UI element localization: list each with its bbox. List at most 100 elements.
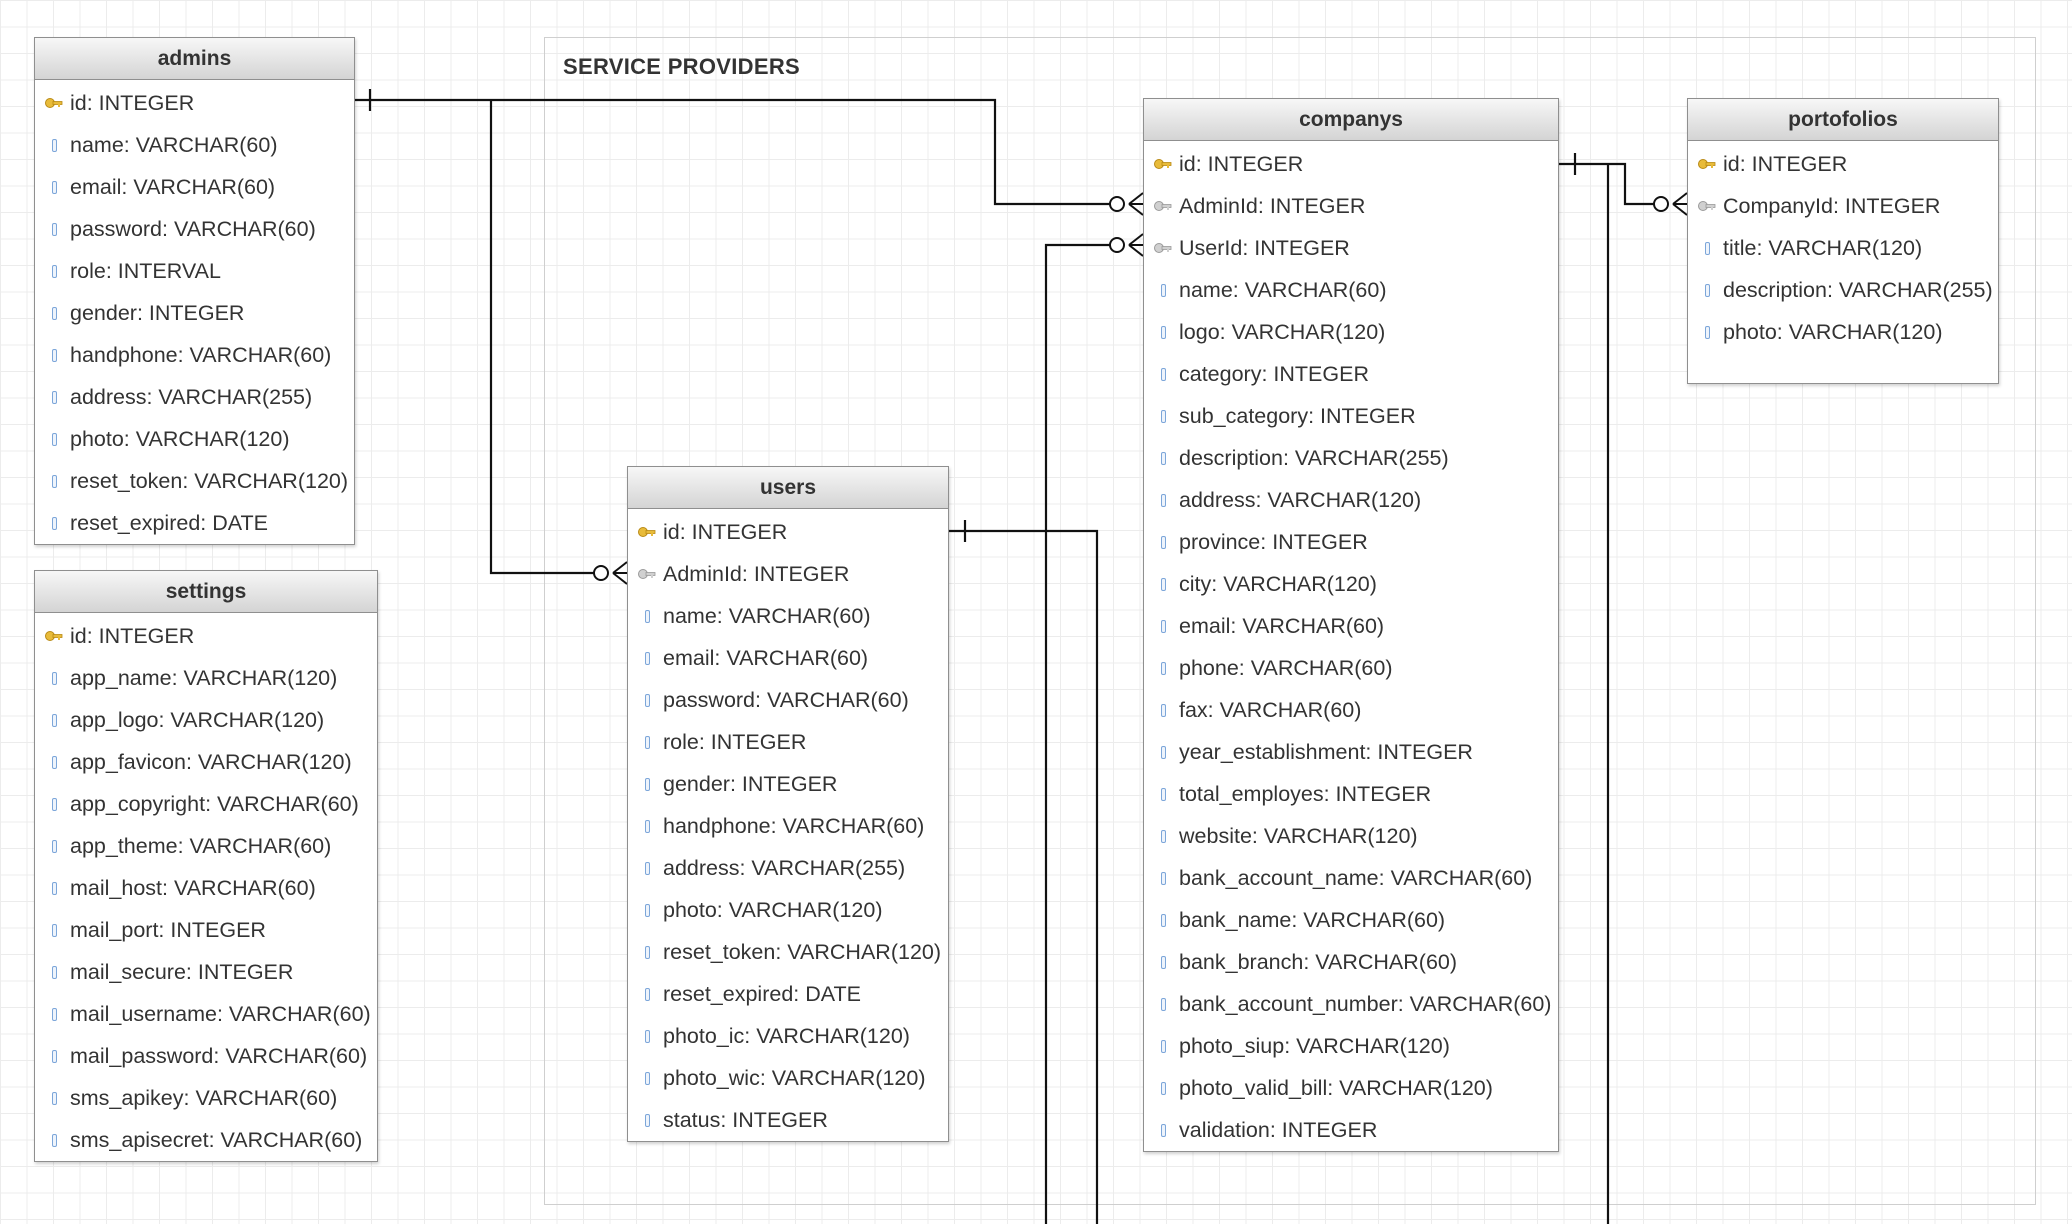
column-row[interactable]: phone: VARCHAR(60) bbox=[1144, 647, 1558, 689]
column-row[interactable]: AdminId: INTEGER bbox=[628, 553, 948, 595]
column-row[interactable]: AdminId: INTEGER bbox=[1144, 185, 1558, 227]
column-icon bbox=[638, 651, 656, 665]
column-row[interactable]: bank_branch: VARCHAR(60) bbox=[1144, 941, 1558, 983]
table-portofolios[interactable]: portofolios id: INTEGER CompanyId: INTEGE… bbox=[1687, 98, 1999, 384]
column-row[interactable]: email: VARCHAR(60) bbox=[35, 166, 354, 208]
column-row[interactable]: photo: VARCHAR(120) bbox=[1688, 311, 1998, 353]
column-row[interactable]: description: VARCHAR(255) bbox=[1688, 269, 1998, 311]
column-row[interactable]: reset_expired: DATE bbox=[35, 502, 354, 544]
table-title[interactable]: portofolios bbox=[1688, 99, 1998, 141]
column-icon bbox=[45, 1007, 63, 1021]
column-row[interactable]: sub_category: INTEGER bbox=[1144, 395, 1558, 437]
column-label: CompanyId: INTEGER bbox=[1723, 193, 1941, 218]
column-row[interactable]: bank_account_name: VARCHAR(60) bbox=[1144, 857, 1558, 899]
column-row[interactable]: photo_ic: VARCHAR(120) bbox=[628, 1015, 948, 1057]
column-row[interactable]: gender: INTEGER bbox=[35, 292, 354, 334]
column-row[interactable]: photo: VARCHAR(120) bbox=[35, 418, 354, 460]
table-title[interactable]: companys bbox=[1144, 99, 1558, 141]
column-row[interactable]: reset_token: VARCHAR(120) bbox=[628, 931, 948, 973]
column-label: address: VARCHAR(255) bbox=[70, 384, 313, 409]
column-row[interactable]: sms_apikey: VARCHAR(60) bbox=[35, 1077, 377, 1119]
column-row[interactable]: name: VARCHAR(60) bbox=[1144, 269, 1558, 311]
column-icon bbox=[1698, 325, 1716, 339]
column-icon bbox=[1698, 241, 1716, 255]
column-row[interactable]: name: VARCHAR(60) bbox=[35, 124, 354, 166]
column-label: AdminId: INTEGER bbox=[663, 561, 850, 586]
column-row[interactable]: id: INTEGER bbox=[35, 82, 354, 124]
table-title[interactable]: users bbox=[628, 467, 948, 509]
column-row[interactable]: UserId: INTEGER bbox=[1144, 227, 1558, 269]
column-label: password: VARCHAR(60) bbox=[70, 216, 316, 241]
column-row[interactable]: name: VARCHAR(60) bbox=[628, 595, 948, 637]
column-row[interactable]: id: INTEGER bbox=[628, 511, 948, 553]
column-row[interactable]: handphone: VARCHAR(60) bbox=[628, 805, 948, 847]
relation-companys-portofolios bbox=[1559, 162, 1656, 206]
column-row[interactable]: mail_host: VARCHAR(60) bbox=[35, 867, 377, 909]
column-row[interactable]: title: VARCHAR(120) bbox=[1688, 227, 1998, 269]
column-row[interactable]: app_name: VARCHAR(120) bbox=[35, 657, 377, 699]
column-row[interactable]: category: INTEGER bbox=[1144, 353, 1558, 395]
column-row[interactable]: description: VARCHAR(255) bbox=[1144, 437, 1558, 479]
column-row[interactable]: app_copyright: VARCHAR(60) bbox=[35, 783, 377, 825]
column-row[interactable]: app_theme: VARCHAR(60) bbox=[35, 825, 377, 867]
column-row[interactable]: photo_valid_bill: VARCHAR(120) bbox=[1144, 1067, 1558, 1109]
column-row[interactable]: mail_port: INTEGER bbox=[35, 909, 377, 951]
column-row[interactable]: fax: VARCHAR(60) bbox=[1144, 689, 1558, 731]
column-row[interactable]: city: VARCHAR(120) bbox=[1144, 563, 1558, 605]
column-label: gender: INTEGER bbox=[663, 771, 838, 796]
table-users[interactable]: users id: INTEGER AdminId: INTEGER name: V… bbox=[627, 466, 949, 1142]
column-label: id: INTEGER bbox=[1179, 151, 1304, 176]
column-row[interactable]: address: VARCHAR(255) bbox=[35, 376, 354, 418]
column-row[interactable]: province: INTEGER bbox=[1144, 521, 1558, 563]
zero-many-marker bbox=[1109, 192, 1144, 216]
column-label: reset_token: VARCHAR(120) bbox=[663, 939, 942, 964]
column-row[interactable]: email: VARCHAR(60) bbox=[1144, 605, 1558, 647]
column-row[interactable]: bank_account_number: VARCHAR(60) bbox=[1144, 983, 1558, 1025]
column-row[interactable]: app_logo: VARCHAR(120) bbox=[35, 699, 377, 741]
column-row[interactable]: year_establishment: INTEGER bbox=[1144, 731, 1558, 773]
column-label: handphone: VARCHAR(60) bbox=[663, 813, 925, 838]
column-row[interactable]: role: INTEGER bbox=[628, 721, 948, 763]
column-row[interactable]: photo_wic: VARCHAR(120) bbox=[628, 1057, 948, 1099]
column-row[interactable]: website: VARCHAR(120) bbox=[1144, 815, 1558, 857]
column-row[interactable]: id: INTEGER bbox=[35, 615, 377, 657]
table-title[interactable]: admins bbox=[35, 38, 354, 80]
column-icon bbox=[638, 903, 656, 917]
column-icon bbox=[1154, 829, 1172, 843]
column-icon bbox=[1154, 535, 1172, 549]
column-row[interactable]: password: VARCHAR(60) bbox=[35, 208, 354, 250]
column-row[interactable]: app_favicon: VARCHAR(120) bbox=[35, 741, 377, 783]
column-label: reset_expired: DATE bbox=[70, 510, 268, 535]
column-row[interactable]: password: VARCHAR(60) bbox=[628, 679, 948, 721]
column-row[interactable]: logo: VARCHAR(120) bbox=[1144, 311, 1558, 353]
column-row[interactable]: handphone: VARCHAR(60) bbox=[35, 334, 354, 376]
column-row[interactable]: email: VARCHAR(60) bbox=[628, 637, 948, 679]
table-columns: id: INTEGER AdminId: INTEGER name: VARCHAR… bbox=[628, 509, 948, 1141]
column-row[interactable]: bank_name: VARCHAR(60) bbox=[1144, 899, 1558, 941]
column-row[interactable]: address: VARCHAR(120) bbox=[1144, 479, 1558, 521]
table-title[interactable]: settings bbox=[35, 571, 377, 613]
column-row[interactable]: photo_siup: VARCHAR(120) bbox=[1144, 1025, 1558, 1067]
column-row[interactable]: id: INTEGER bbox=[1144, 143, 1558, 185]
column-row[interactable]: CompanyId: INTEGER bbox=[1688, 185, 1998, 227]
column-row[interactable]: gender: INTEGER bbox=[628, 763, 948, 805]
column-row[interactable]: reset_expired: DATE bbox=[628, 973, 948, 1015]
column-row[interactable]: address: VARCHAR(255) bbox=[628, 847, 948, 889]
column-row[interactable]: validation: INTEGER bbox=[1144, 1109, 1558, 1151]
column-row[interactable]: mail_password: VARCHAR(60) bbox=[35, 1035, 377, 1077]
column-row[interactable]: status: INTEGER bbox=[628, 1099, 948, 1141]
column-row[interactable]: photo: VARCHAR(120) bbox=[628, 889, 948, 931]
column-row[interactable]: role: INTERVAL bbox=[35, 250, 354, 292]
column-row[interactable]: mail_secure: INTEGER bbox=[35, 951, 377, 993]
column-row[interactable]: id: INTEGER bbox=[1688, 143, 1998, 185]
column-row[interactable]: total_employes: INTEGER bbox=[1144, 773, 1558, 815]
column-row[interactable]: mail_username: VARCHAR(60) bbox=[35, 993, 377, 1035]
column-row[interactable]: reset_token: VARCHAR(120) bbox=[35, 460, 354, 502]
column-row[interactable]: sms_apisecret: VARCHAR(60) bbox=[35, 1119, 377, 1161]
service-providers-group[interactable]: SERVICE PROVIDERS bbox=[544, 37, 2036, 1205]
